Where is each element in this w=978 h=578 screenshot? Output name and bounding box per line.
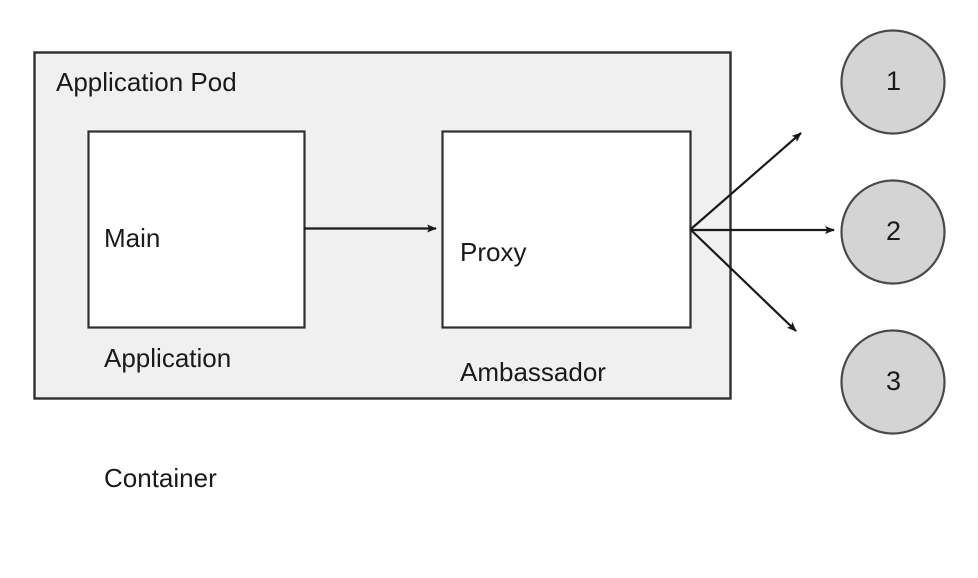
service-circle-2[interactable] <box>840 179 946 285</box>
diagram-svg <box>33 29 946 435</box>
service-circle-3[interactable] <box>840 329 946 435</box>
connector-proxy-to-service-3 <box>690 229 797 332</box>
service-circle-1[interactable] <box>840 29 946 135</box>
proxy-ambassador-box[interactable] <box>441 130 692 329</box>
main-application-container-line-3: Container <box>104 463 217 493</box>
connector-proxy-to-service-1 <box>690 132 802 230</box>
diagram-canvas: Application Pod Main Application Contain… <box>33 29 946 493</box>
main-application-container-box[interactable] <box>87 130 306 329</box>
